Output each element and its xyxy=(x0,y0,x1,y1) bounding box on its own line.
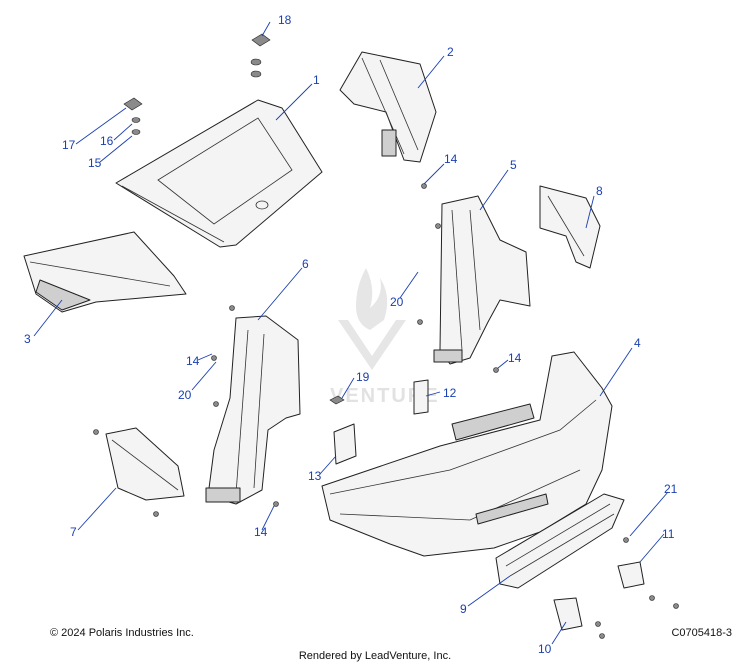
part-lower-left-bracket xyxy=(105,427,185,501)
callout-14-top: 14 xyxy=(444,152,458,166)
part-right-bracket xyxy=(539,185,601,269)
copyright-text: © 2024 Polaris Industries Inc. xyxy=(50,627,194,639)
part-left-side-panel xyxy=(23,231,187,313)
part-upper-panel xyxy=(339,51,437,163)
watermark: VENTURE xyxy=(330,268,440,407)
part-left-upright xyxy=(205,315,301,505)
watermark-text: VENTURE xyxy=(330,385,440,407)
callout-14-bottom: 14 xyxy=(254,525,268,539)
callout-8: 8 xyxy=(596,184,603,198)
callout-15: 15 xyxy=(88,156,102,170)
part-grille xyxy=(495,493,625,589)
callout-14-left: 14 xyxy=(186,354,200,368)
part-front-fascia xyxy=(321,351,613,557)
callout-16: 16 xyxy=(100,134,114,148)
fasteners-top-left xyxy=(123,33,271,135)
screws xyxy=(93,183,679,639)
callout-20-right: 20 xyxy=(390,295,404,309)
callout-14-mid: 14 xyxy=(508,351,522,365)
callout-17: 17 xyxy=(62,138,76,152)
callout-20-left: 20 xyxy=(178,388,192,402)
part-hood xyxy=(115,99,323,248)
callout-18: 18 xyxy=(278,13,292,27)
callout-3: 3 xyxy=(24,332,31,346)
callout-11: 11 xyxy=(662,527,675,541)
callout-5: 5 xyxy=(510,158,517,172)
callout-10: 10 xyxy=(538,642,552,656)
rendered-by-text: Rendered by LeadVenture, Inc. xyxy=(298,650,452,662)
part-right-upright xyxy=(433,195,531,365)
callout-19: 19 xyxy=(356,370,370,384)
callout-12: 12 xyxy=(443,386,457,400)
callout-4: 4 xyxy=(634,336,641,350)
callout-21: 21 xyxy=(664,482,678,496)
callout-7: 7 xyxy=(70,525,77,539)
callouts: 18 2 1 17 16 15 14 5 8 3 6 20 14 20 19 1… xyxy=(24,13,678,656)
callout-2: 2 xyxy=(447,45,454,59)
part-lower-brackets xyxy=(553,561,645,631)
leader-lines xyxy=(33,21,669,645)
diagram-code: C0705418-3 xyxy=(671,627,732,639)
part-small-brackets xyxy=(329,379,429,465)
callout-6: 6 xyxy=(302,257,309,271)
callout-9: 9 xyxy=(460,602,467,616)
callout-1: 1 xyxy=(313,73,320,87)
callout-13: 13 xyxy=(308,469,322,483)
